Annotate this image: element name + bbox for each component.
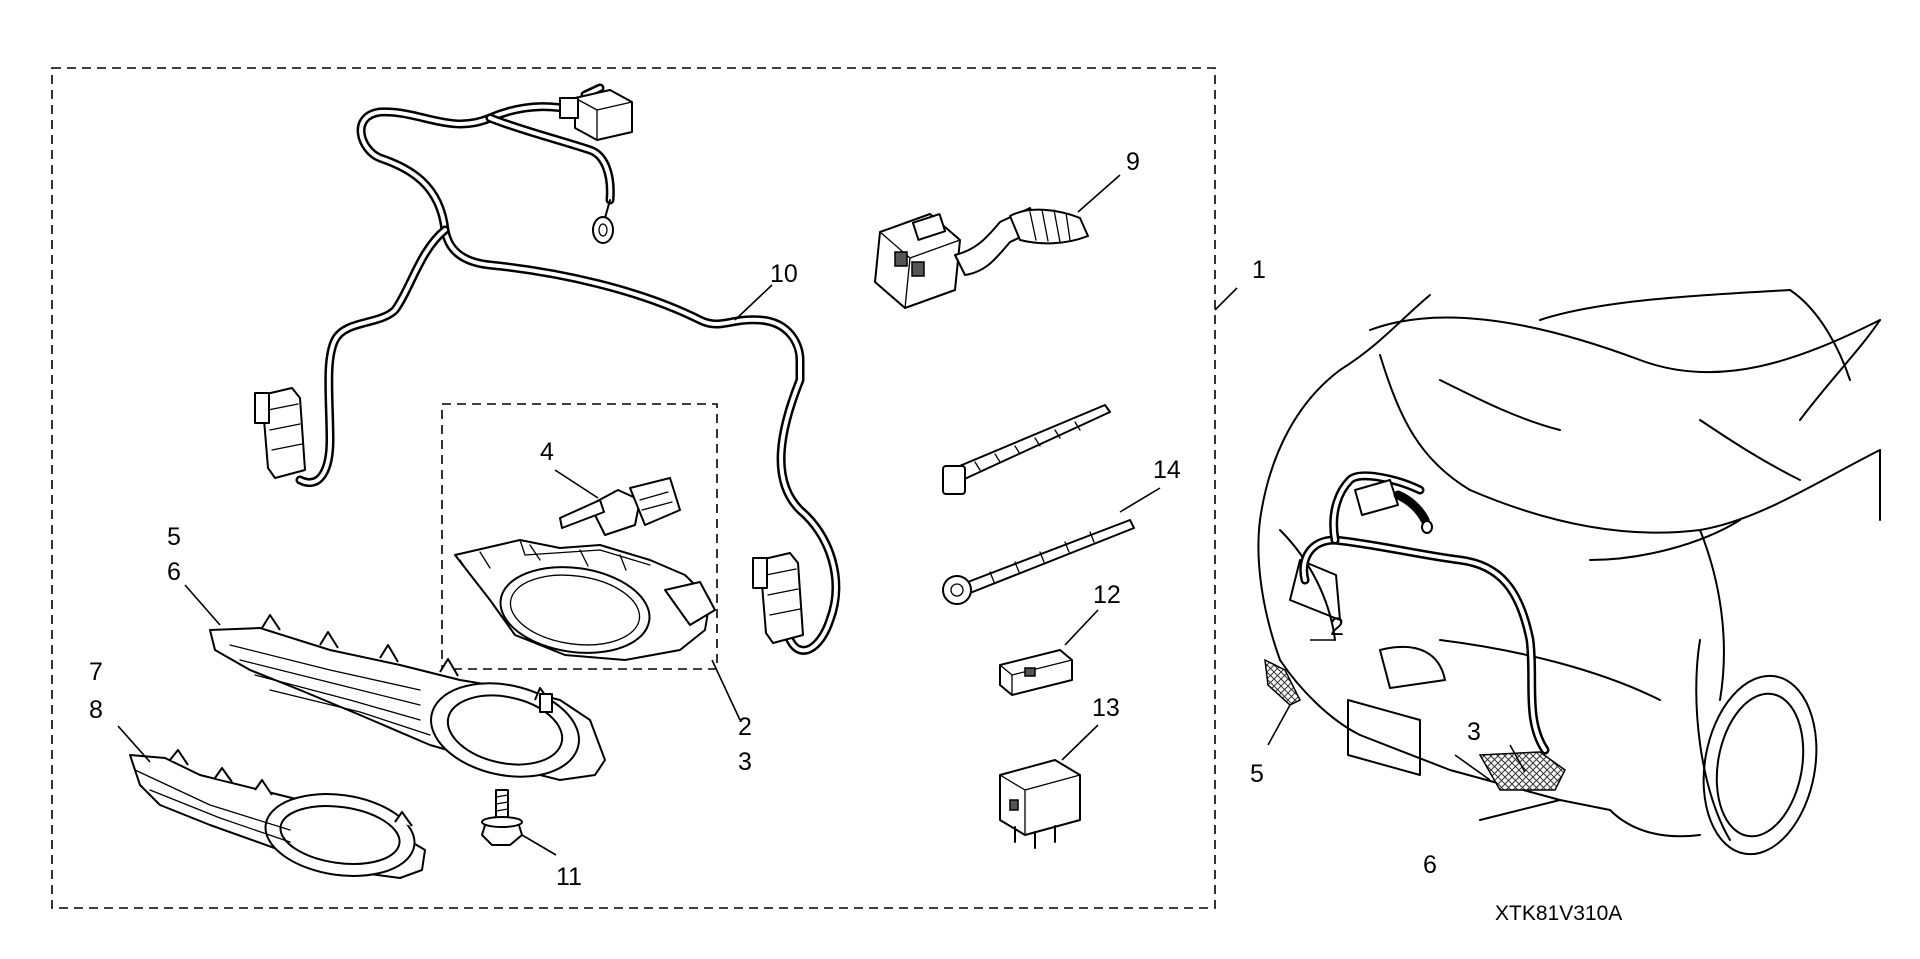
- harness-connector-top: [559, 89, 633, 141]
- callout-6: 6: [167, 558, 181, 586]
- callout-13: 13: [1092, 694, 1120, 722]
- front-grille-with-bezel: [209, 614, 606, 781]
- callout-10: 10: [770, 260, 798, 288]
- callout-2: 2: [738, 713, 752, 741]
- mounting-bolt: [481, 789, 523, 846]
- relay: [999, 759, 1081, 849]
- fog-light-group-boundary: [441, 403, 718, 670]
- callout-9: 9: [1126, 148, 1140, 176]
- callout-car-5: 5: [1250, 760, 1264, 788]
- callout-8: 8: [89, 696, 103, 724]
- kit-boundary: [51, 67, 1216, 909]
- fog-light-switch: [874, 207, 1089, 309]
- cable-tie-lower: [942, 519, 1135, 605]
- fuse: [999, 649, 1073, 696]
- callout-7: 7: [89, 658, 103, 686]
- fog-light-bulb: [559, 477, 681, 536]
- callout-1: 1: [1252, 256, 1266, 284]
- lower-garnish: [129, 749, 426, 879]
- harness-connector-left: [254, 387, 306, 479]
- callout-12: 12: [1093, 581, 1121, 609]
- callout-14: 14: [1153, 456, 1181, 484]
- callout-3: 3: [738, 748, 752, 776]
- callout-car-6: 6: [1423, 851, 1437, 879]
- callout-5: 5: [167, 523, 181, 551]
- harness-connector-right: [752, 552, 804, 644]
- leader-lines: [117, 174, 1526, 856]
- callout-4: 4: [540, 438, 554, 466]
- vehicle-illustration: [1257, 289, 1881, 856]
- callout-11: 11: [556, 863, 582, 891]
- wire-harness: [295, 83, 841, 655]
- cable-tie-upper: [942, 404, 1111, 495]
- diagram-code: XTK81V310A: [1495, 902, 1622, 925]
- callout-car-2: 2: [1330, 613, 1344, 641]
- harness-ground-terminal: [592, 199, 614, 244]
- callout-car-3: 3: [1467, 718, 1481, 746]
- fog-light-housing: [454, 539, 716, 661]
